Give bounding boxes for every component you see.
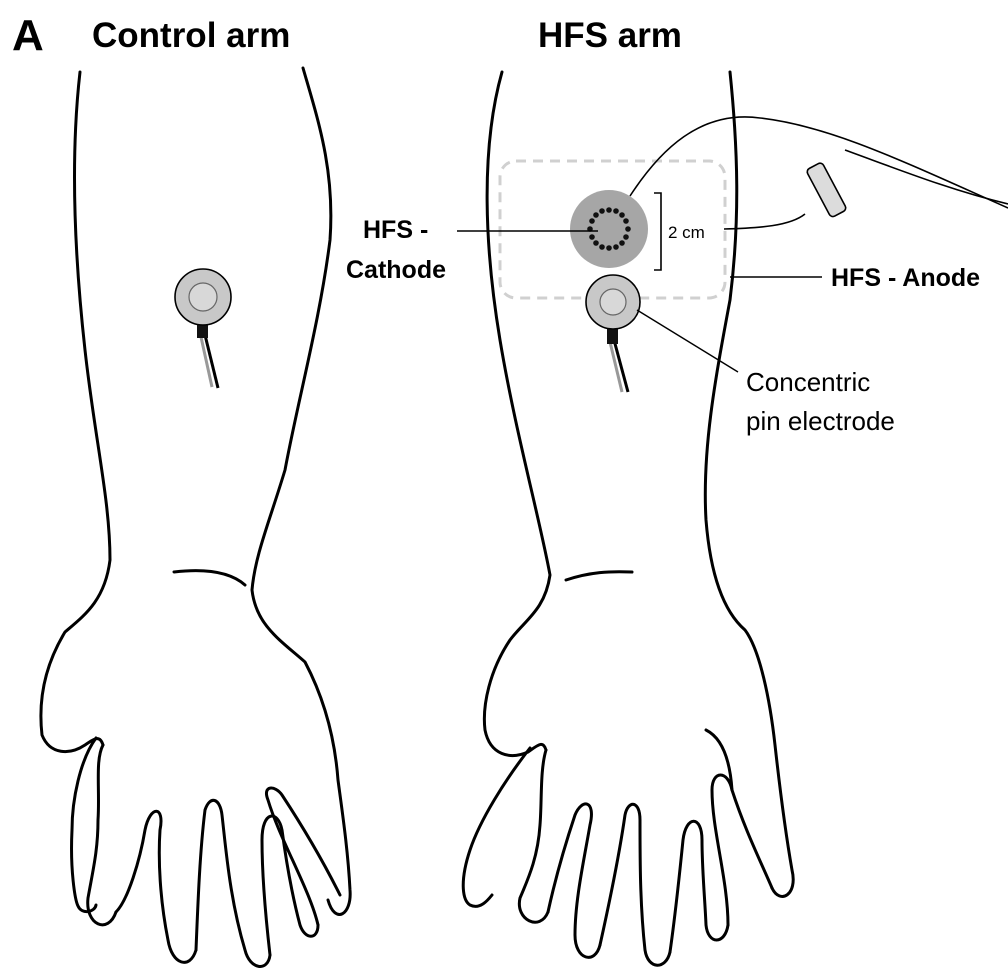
hfs-arm-title: HFS arm	[538, 16, 682, 55]
hfs-finger-ring	[670, 821, 728, 952]
pin-label-line1: Concentric	[746, 367, 870, 397]
pin-label-line2: pin electrode	[746, 406, 895, 436]
hfs-arm-right-contour	[705, 72, 793, 896]
stimulator-cable	[630, 117, 1008, 229]
control-finger-index	[116, 811, 196, 962]
control-arm-left-contour	[41, 72, 110, 752]
control-arm-title: Control arm	[92, 16, 290, 55]
hfs-pin-electrode	[586, 275, 640, 392]
hfs-finger-index	[548, 804, 600, 957]
control-thumb-web	[88, 745, 116, 925]
panel-letter: A	[12, 11, 44, 60]
hfs-finger-little	[712, 775, 772, 925]
control-finger-middle	[196, 800, 270, 966]
distance-bracket	[654, 193, 661, 270]
control-pin-electrode	[175, 269, 231, 388]
distance-label: 2 cm	[668, 223, 705, 242]
hfs-cathode	[570, 190, 648, 268]
control-arm	[41, 68, 350, 966]
hfs-wrist-crease	[566, 572, 632, 580]
anode-label: HFS - Anode	[831, 264, 980, 292]
hfs-thumb	[463, 748, 530, 906]
cathode-label-line2: Cathode	[346, 256, 446, 284]
control-thumb	[72, 738, 96, 912]
hfs-arm-left-contour	[484, 72, 550, 756]
hfs-thumb-web	[519, 750, 548, 922]
control-wrist-crease	[174, 571, 245, 585]
control-arm-right-contour	[252, 68, 350, 914]
cathode-label-line1: HFS -	[363, 216, 428, 244]
hfs-finger-middle	[600, 804, 670, 965]
cable-connector	[806, 162, 847, 218]
